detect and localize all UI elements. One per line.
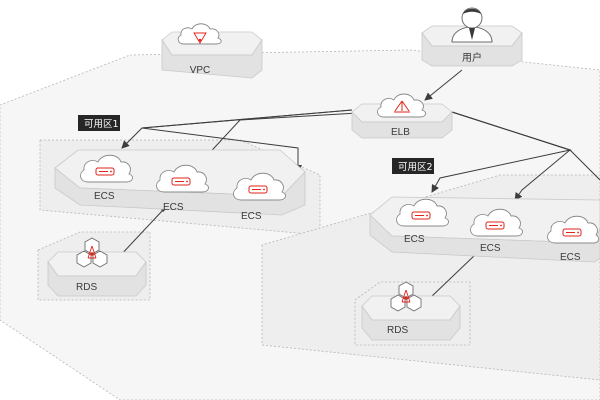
rds-node-1: RDS — [47, 237, 147, 297]
vpc-label: VPC — [190, 65, 211, 76]
vpc-node: VPC — [161, 23, 263, 79]
database-hexagon-icon — [76, 237, 108, 268]
ecs-node-1: ECS — [80, 154, 133, 202]
zone2-label: 可用区2 — [398, 162, 433, 173]
server-icon — [95, 167, 115, 176]
ecs-label-6: ECS — [560, 252, 581, 263]
ecs-label-3: ECS — [241, 211, 262, 222]
ecs-label-5: ECS — [480, 243, 501, 254]
cloud-icon — [177, 23, 222, 45]
zone2-tag — [392, 158, 434, 174]
server-icon — [171, 177, 191, 186]
connector-ecs-rds-1 — [117, 209, 164, 259]
rds-label-1: RDS — [76, 282, 97, 293]
server-icon — [562, 228, 582, 237]
server-icon — [485, 221, 505, 230]
ecs-node-3: ECS — [233, 172, 286, 222]
elb-label: ELB — [391, 127, 410, 138]
connector-ecs-rds-2 — [429, 253, 477, 299]
zone1-label: 可用区1 — [84, 119, 119, 130]
server-icon — [411, 211, 431, 220]
database-hexagon-icon — [390, 281, 422, 312]
connector-user-elb — [424, 69, 463, 101]
connector-elb-ecs6 — [451, 111, 600, 181]
user-node: 用户 — [421, 7, 523, 67]
elb-node: ELB — [351, 93, 453, 139]
ecs-label-2: ECS — [163, 202, 184, 213]
ecs-node-5: ECS — [470, 208, 523, 254]
ecs-node-4: ECS — [396, 198, 449, 245]
load-balancer-icon — [394, 100, 410, 113]
zone1-tag — [78, 115, 120, 131]
vpc-icon — [193, 32, 207, 44]
ecs-node-6: ECS — [547, 215, 600, 263]
ecs-node-2: ECS — [156, 164, 209, 213]
ecs-label-1: ECS — [94, 191, 115, 202]
server-icon — [248, 185, 268, 194]
connector-elb-ecs3 — [141, 109, 353, 173]
user-label: 用户 — [462, 51, 482, 64]
user-icon — [451, 7, 493, 43]
rds-node-2: RDS — [361, 281, 461, 341]
rds-label-2: RDS — [387, 325, 408, 336]
ecs-label-4: ECS — [404, 234, 425, 245]
